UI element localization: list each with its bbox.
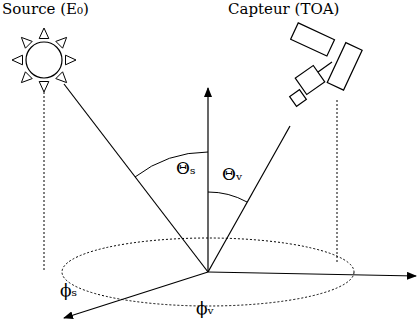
sensor-label: Capteur (TOA) — [228, 2, 339, 17]
source-label: Source (E₀) — [2, 2, 89, 17]
sun-ray — [56, 72, 67, 83]
sun-ray — [39, 82, 49, 93]
zenith-angle: Θₛ — [176, 160, 196, 177]
sun-ray — [21, 72, 32, 83]
sun-symbol — [12, 28, 76, 92]
zenith-angle: Θᵥ — [222, 166, 242, 183]
sun-ray — [66, 55, 77, 65]
sun-ray — [12, 55, 23, 65]
satellite-symbol — [290, 23, 363, 107]
sun-ray — [56, 37, 67, 48]
sun-ray — [39, 28, 49, 39]
azimuth-angle: ϕᵥ — [196, 300, 214, 317]
sun-ray — [21, 37, 32, 48]
azimuth-angle: ϕₛ — [60, 282, 77, 299]
